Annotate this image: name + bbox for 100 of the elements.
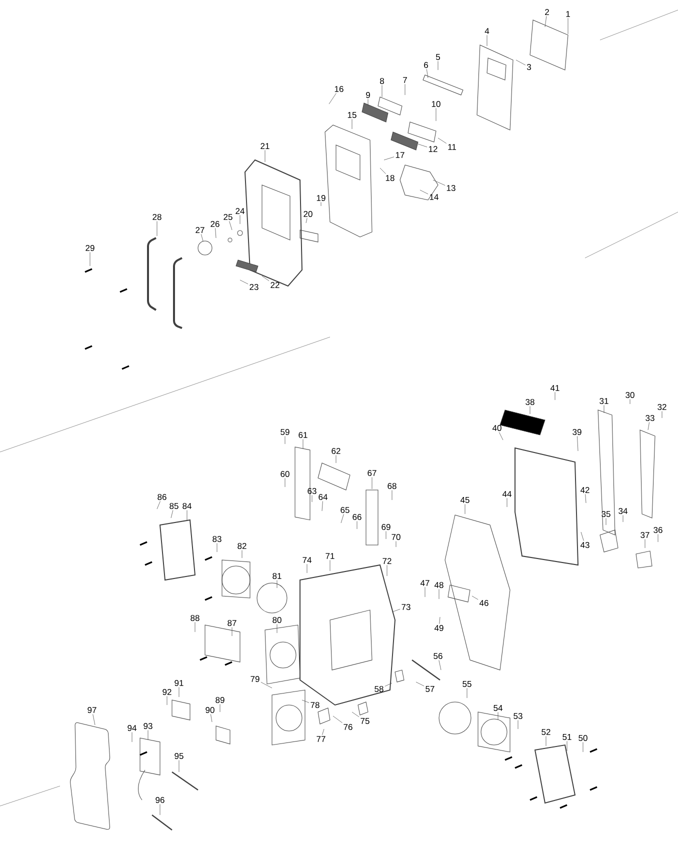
leader-line [386, 564, 388, 576]
callout-number: 29 [86, 245, 94, 251]
callout-number: 8 [380, 78, 384, 84]
callout-number: 9 [366, 92, 370, 98]
callout-number: 54 [494, 705, 502, 711]
callout-number: 14 [430, 194, 438, 200]
callout-number: 94 [128, 725, 136, 732]
leader-line [186, 510, 188, 520]
callout-number: 49 [434, 625, 444, 632]
callout-number: 76 [344, 724, 352, 730]
callout-number: 32 [658, 404, 666, 410]
callout-number: 81 [272, 573, 282, 580]
leader-line [284, 478, 286, 488]
callout-number: 37 [640, 532, 650, 538]
callout-number: 75 [360, 718, 370, 724]
leader-line [260, 682, 272, 688]
callout-number: 86 [158, 494, 166, 500]
leader-line [438, 138, 447, 144]
callout-number: 48 [434, 582, 444, 588]
callout-number: 63 [308, 488, 316, 494]
callout-number: 70 [392, 534, 400, 540]
callout-number: 90 [206, 707, 214, 714]
leader-line [416, 682, 424, 686]
callout-number: 25 [224, 214, 232, 220]
leader-line [506, 498, 508, 508]
leader-line [156, 501, 160, 510]
leader-line [648, 422, 650, 430]
callout-number: 13 [446, 185, 456, 191]
callout-number: 2 [545, 9, 549, 15]
callout-number: 23 [250, 284, 258, 290]
callout-number: 61 [298, 432, 308, 438]
callout-number: 56 [434, 653, 442, 660]
callout-number: 66 [352, 514, 362, 520]
callout-number: 78 [310, 702, 320, 708]
leader-line [166, 696, 168, 706]
leader-line [472, 596, 478, 600]
callout-number: 87 [228, 620, 236, 626]
callout-number: 57 [426, 686, 434, 692]
callout-number: 93 [144, 723, 152, 730]
callout-number: 3 [526, 64, 531, 70]
leader-line [302, 700, 310, 703]
callout-number: 72 [382, 558, 392, 564]
callout-number: 79 [250, 676, 260, 682]
callout-number: 60 [280, 471, 290, 477]
leader-line [498, 432, 504, 440]
leader-line [178, 760, 180, 772]
callout-number: 84 [182, 503, 192, 509]
leader-line [580, 532, 584, 541]
callout-number: 91 [174, 680, 184, 686]
callout-number: 33 [646, 415, 654, 421]
leader-line [210, 714, 212, 722]
callout-number: 62 [332, 448, 340, 454]
leader-line [340, 514, 344, 524]
leader-line [554, 392, 556, 400]
callout-number: 11 [448, 144, 456, 150]
leader-line [464, 504, 466, 514]
callout-number: 36 [654, 527, 662, 533]
callout-number: 51 [562, 734, 572, 740]
callout-number: 17 [396, 152, 404, 158]
leader-line [215, 228, 216, 238]
leader-line [404, 84, 406, 96]
callout-number: 58 [374, 686, 384, 692]
leader-line [170, 510, 174, 518]
leader-line [622, 515, 624, 522]
callout-number: 46 [479, 600, 488, 606]
leader-line [284, 436, 286, 444]
callout-number: 47 [420, 580, 430, 586]
callout-number: 30 [626, 392, 634, 398]
leader-line [306, 218, 308, 224]
leader-line [352, 712, 360, 718]
callout-number: 80 [272, 617, 282, 624]
callout-number: 6 [424, 62, 428, 68]
callout-number: 65 [340, 507, 350, 513]
callout-number: 24 [236, 208, 244, 214]
callout-number: 4 [484, 28, 490, 34]
leader-line [418, 144, 428, 148]
leader-line [577, 436, 578, 452]
callout-number: 67 [368, 470, 376, 476]
callout-number: 5 [436, 54, 440, 60]
leader-line [229, 221, 232, 230]
callout-number: 52 [542, 729, 550, 736]
callout-number: 34 [618, 508, 628, 514]
leader-line [392, 608, 400, 612]
callout-number: 97 [88, 707, 96, 714]
callout-number: 44 [502, 491, 512, 497]
callout-number: 28 [152, 214, 162, 220]
callout-number: 43 [580, 542, 590, 548]
callout-number: 92 [162, 689, 172, 696]
leader-line [262, 276, 270, 282]
callout-number: 7 [403, 77, 407, 83]
leader-line [486, 34, 488, 46]
leader-line [544, 16, 547, 28]
callout-number: 35 [602, 511, 610, 517]
leader-line [178, 687, 180, 698]
callout-number: 64 [318, 494, 328, 500]
callout-number: 69 [382, 524, 390, 530]
leader-line [92, 714, 96, 726]
leader-line [566, 740, 568, 752]
leader-line [276, 580, 278, 588]
leader-line [439, 616, 440, 624]
